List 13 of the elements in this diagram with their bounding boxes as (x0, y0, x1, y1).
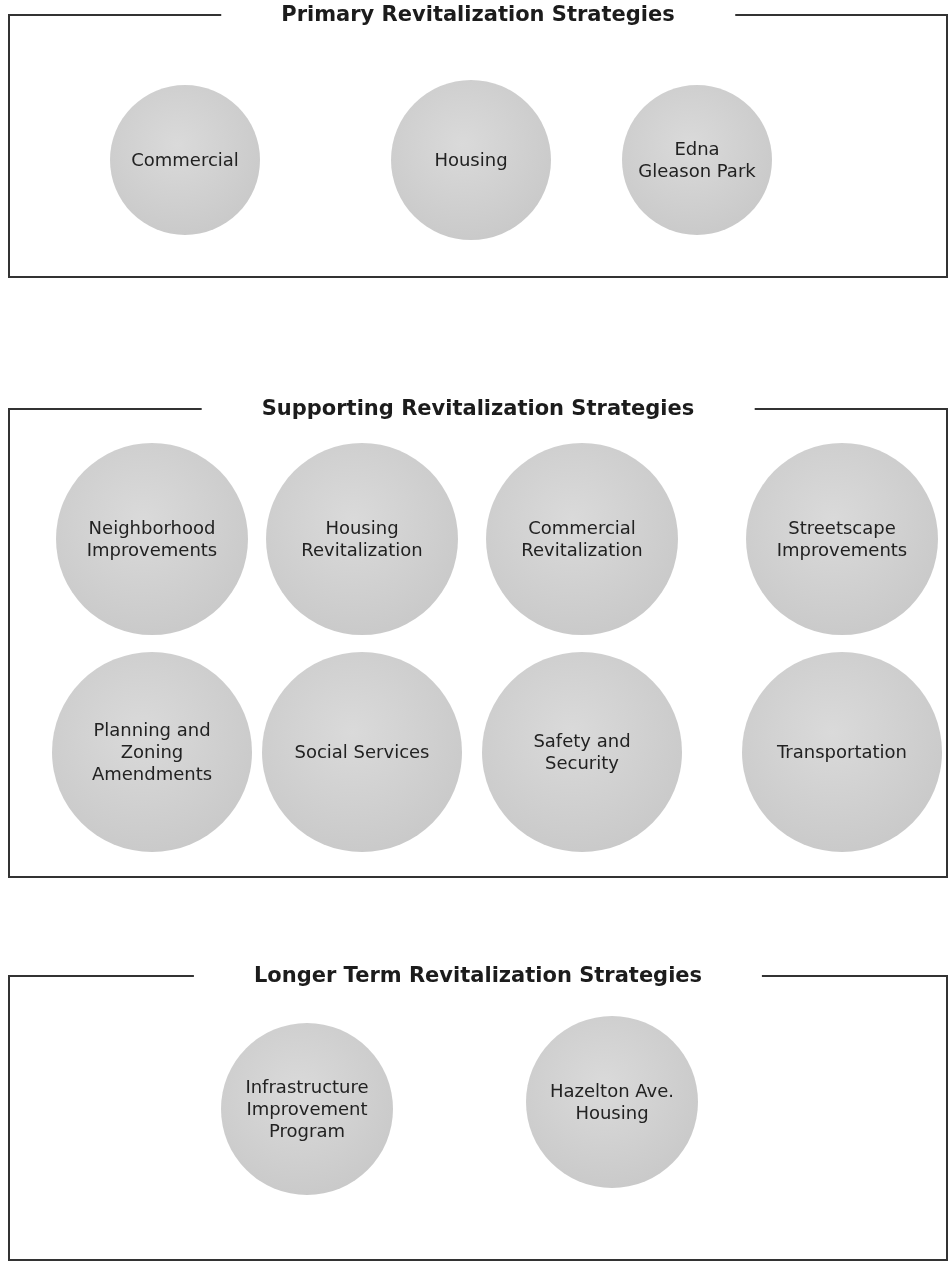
strategy-label: Hazelton Ave. Housing (549, 1080, 675, 1124)
strategy-label: Edna Gleason Park (637, 138, 757, 182)
strategy-label: Planning and Zoning Amendments (90, 719, 214, 785)
strategy-label: Social Services (293, 741, 431, 763)
strategy-label: Neighborhood Improvements (85, 517, 219, 561)
strategy-label: Safety and Security (532, 730, 632, 774)
strategy-label: Housing Revitalization (300, 517, 424, 561)
strategy-label: Housing (433, 149, 509, 171)
strategy-label: Transportation (776, 741, 908, 763)
strategy-label: Streetscape Improvements (775, 517, 909, 561)
strategy-label: Commercial Revitalization (520, 517, 644, 561)
strategy-label: Infrastructure Improvement Program (244, 1076, 370, 1142)
strategy-label: Commercial (130, 149, 240, 171)
